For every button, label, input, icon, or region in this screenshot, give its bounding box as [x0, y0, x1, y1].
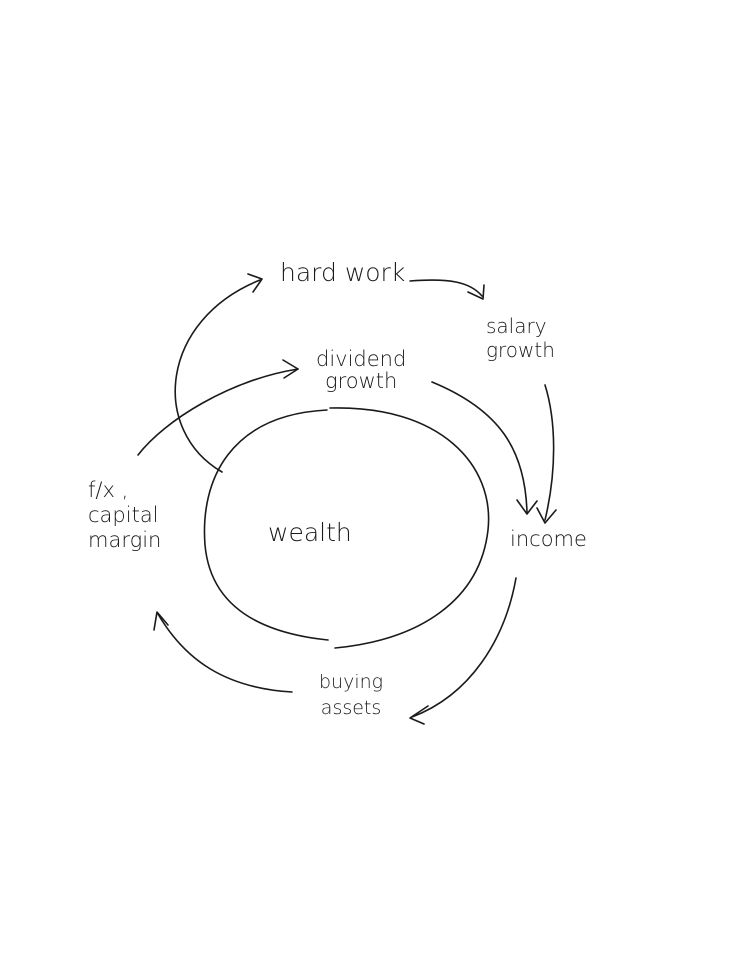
arrowhead-fx [153, 611, 169, 631]
arrow-fx-to-dividend-growth [137, 368, 299, 456]
node-buying-assets: buying assets [319, 671, 384, 719]
arrowhead-income-from-salary [536, 507, 557, 524]
arrowhead-salary-growth [467, 284, 485, 300]
center-label-wealth: wealth [268, 518, 352, 547]
arrowhead-hard-work [247, 273, 263, 293]
wealth-loop [203, 407, 490, 649]
arrow-dividend-growth-to-income [431, 381, 528, 513]
arrow-income-to-buying-assets [411, 577, 517, 718]
node-income: income [510, 527, 587, 551]
arrow-wealth-to-hard-work [174, 279, 261, 473]
arrowhead-income-from-dividend [516, 499, 538, 515]
arrowhead-buying-assets [409, 705, 429, 725]
node-fx-capital-margin: f/x , capital margin [88, 478, 162, 553]
arrow-hard-work-to-salary-growth [409, 279, 483, 297]
arrow-buying-assets-to-fx [157, 613, 293, 693]
node-hard-work: hard work [280, 258, 406, 287]
node-salary-growth: salary growth [486, 314, 555, 362]
arrowhead-dividend-growth [282, 359, 299, 379]
node-dividend-growth: dividend growth [316, 347, 407, 394]
arrow-salary-growth-to-income [544, 384, 555, 521]
